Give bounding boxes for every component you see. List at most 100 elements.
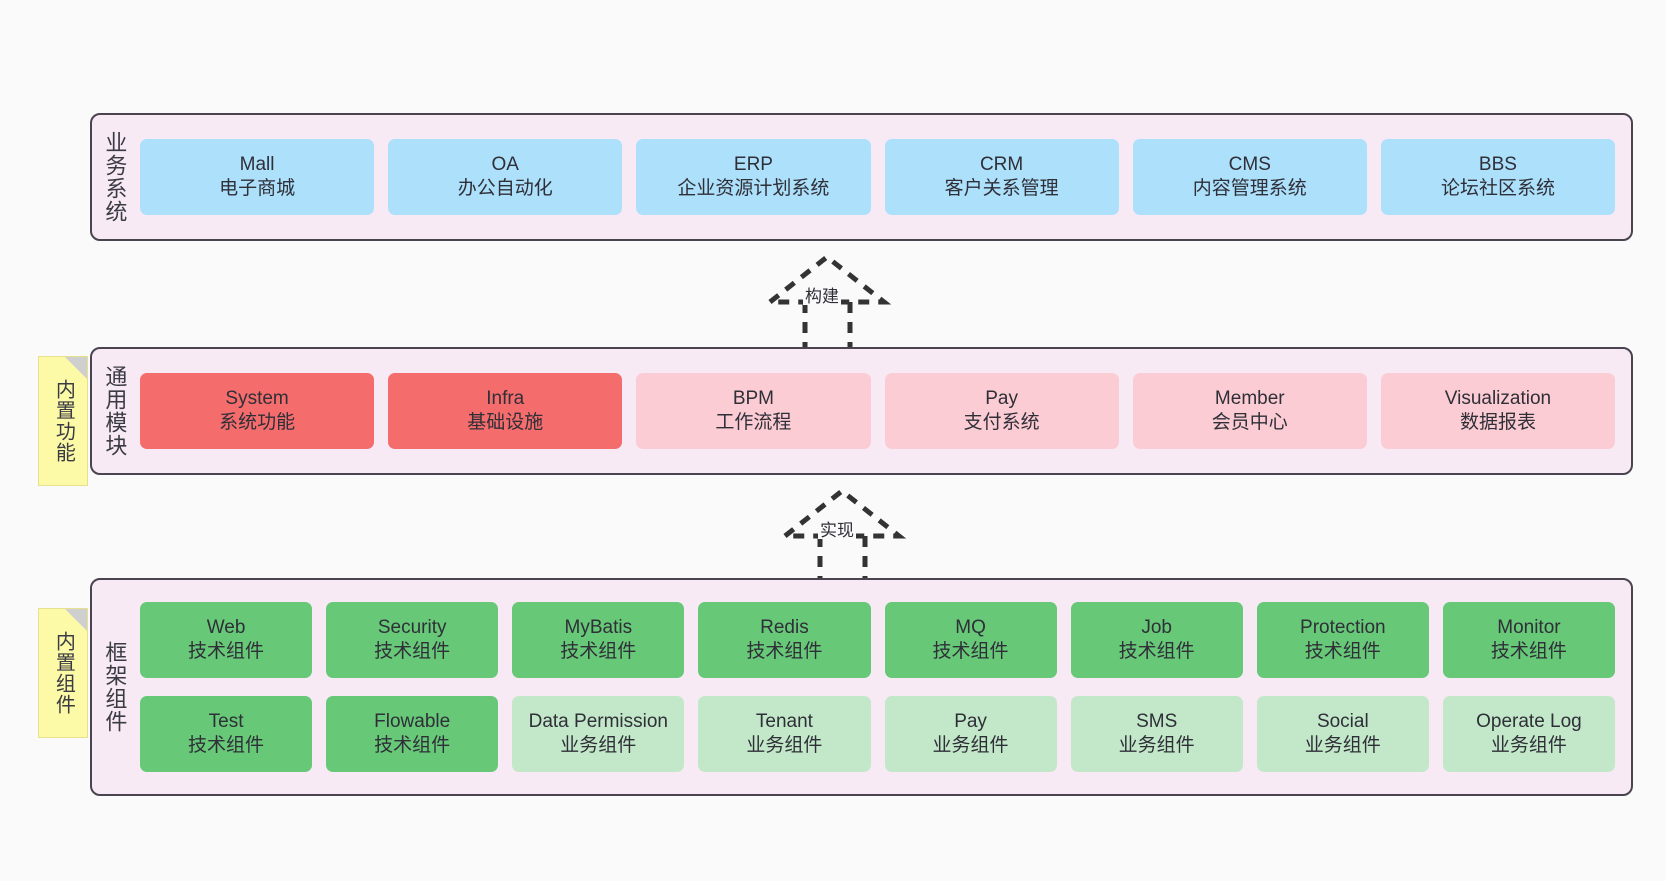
tile-name: Redis xyxy=(760,616,809,638)
tile-member[interactable]: Member 会员中心 xyxy=(1132,373,1367,449)
tile-sms[interactable]: SMS 业务组件 xyxy=(1070,696,1243,772)
tile-name: Infra xyxy=(486,387,525,409)
tile-bbs[interactable]: BBS 论坛社区系统 xyxy=(1380,139,1616,215)
tile-desc: 技术组件 xyxy=(746,641,823,662)
tile-desc: 技术组件 xyxy=(932,641,1009,662)
tile-desc: 企业资源计划系统 xyxy=(677,178,830,199)
tile-security[interactable]: Security 技术组件 xyxy=(326,602,499,678)
tile-desc: 技术组件 xyxy=(374,641,451,662)
connector-build-arrow-icon xyxy=(762,253,892,350)
tile-desc: 论坛社区系统 xyxy=(1440,178,1555,199)
tile-desc: 电子商城 xyxy=(219,178,296,199)
layer-framework-components-title: 框架组件 xyxy=(102,641,128,733)
tile-desc: 业务组件 xyxy=(932,735,1009,756)
tile-desc: 系统功能 xyxy=(219,412,296,433)
tile-name: CRM xyxy=(979,153,1024,175)
tile-desc: 支付系统 xyxy=(963,412,1040,433)
layer-business-systems-title: 业务系统 xyxy=(102,131,128,223)
tile-name: CMS xyxy=(1228,153,1271,175)
tile-desc: 会员中心 xyxy=(1211,412,1288,433)
tile-desc: 业务组件 xyxy=(746,735,823,756)
tile-tenant[interactable]: Tenant 业务组件 xyxy=(698,696,871,772)
tile-system[interactable]: System 系统功能 xyxy=(140,373,375,449)
connector-implement: 实现 xyxy=(770,484,930,584)
tile-job[interactable]: Job 技术组件 xyxy=(1070,602,1243,678)
tile-name: Pay xyxy=(985,387,1018,409)
tile-name: Monitor xyxy=(1497,616,1561,638)
note-builtin-features: 内置功能 xyxy=(38,356,88,486)
tile-pay[interactable]: Pay 支付系统 xyxy=(884,373,1119,449)
tile-name: Flowable xyxy=(374,710,451,732)
tile-name: Protection xyxy=(1300,616,1386,638)
tile-desc: 基础设施 xyxy=(467,412,544,433)
tile-infra[interactable]: Infra 基础设施 xyxy=(388,373,623,449)
tile-name: SMS xyxy=(1136,710,1178,732)
tile-name: Visualization xyxy=(1444,387,1552,409)
note-builtin-features-label: 内置功能 xyxy=(52,379,75,463)
tile-name: BBS xyxy=(1478,153,1517,175)
connector-implement-label: 实现 xyxy=(818,521,856,540)
connector-build: 构建 xyxy=(755,250,915,350)
tile-operate-log[interactable]: Operate Log 业务组件 xyxy=(1442,696,1615,772)
tile-name: Test xyxy=(208,710,244,732)
tile-name: ERP xyxy=(733,153,773,175)
tile-name: Web xyxy=(206,616,246,638)
tile-desc: 技术组件 xyxy=(560,641,637,662)
tile-name: Member xyxy=(1214,387,1285,409)
note-builtin-components-label: 内置组件 xyxy=(52,631,75,715)
tile-mq[interactable]: MQ 技术组件 xyxy=(884,602,1057,678)
tile-desc: 技术组件 xyxy=(374,735,451,756)
tile-desc: 办公自动化 xyxy=(457,178,553,199)
tile-desc: 业务组件 xyxy=(560,735,637,756)
tile-name: BPM xyxy=(732,387,775,409)
tile-desc: 业务组件 xyxy=(1118,735,1195,756)
tile-name: Data Permission xyxy=(528,710,668,732)
tile-data-permission[interactable]: Data Permission 业务组件 xyxy=(512,696,685,772)
layer-common-modules: 通用模块 System 系统功能 Infra 基础设施 BPM 工作流程 Pay 支付系统 Me… xyxy=(90,347,1633,475)
tile-name: System xyxy=(225,387,289,409)
tile-desc: 技术组件 xyxy=(188,641,265,662)
connector-implement-arrow-icon xyxy=(777,487,907,584)
tile-erp[interactable]: ERP 企业资源计划系统 xyxy=(636,139,871,215)
tile-web[interactable]: Web 技术组件 xyxy=(140,602,313,678)
tile-bpm[interactable]: BPM 工作流程 xyxy=(636,373,871,449)
tile-mybatis[interactable]: MyBatis 技术组件 xyxy=(512,602,685,678)
tile-desc: 技术组件 xyxy=(1118,641,1195,662)
note-builtin-components: 内置组件 xyxy=(38,608,88,738)
tile-name: Job xyxy=(1141,616,1172,638)
tile-desc: 技术组件 xyxy=(188,735,265,756)
tile-name: Tenant xyxy=(755,710,813,732)
tile-flowable[interactable]: Flowable 技术组件 xyxy=(326,696,499,772)
tile-desc: 内容管理系统 xyxy=(1192,178,1307,199)
tile-name: MyBatis xyxy=(564,616,633,638)
tile-visualization[interactable]: Visualization 数据报表 xyxy=(1380,373,1616,449)
tile-name: Operate Log xyxy=(1476,710,1582,732)
tile-redis[interactable]: Redis 技术组件 xyxy=(698,602,871,678)
tile-desc: 工作流程 xyxy=(715,412,792,433)
tile-name: Security xyxy=(377,616,447,638)
tile-test[interactable]: Test 技术组件 xyxy=(140,696,313,772)
tile-desc: 业务组件 xyxy=(1490,735,1567,756)
tile-desc: 数据报表 xyxy=(1459,412,1536,433)
layer-common-modules-title: 通用模块 xyxy=(102,365,128,457)
tile-name: MQ xyxy=(955,616,986,638)
note-fold-corner-icon xyxy=(65,609,87,631)
tile-cms[interactable]: CMS 内容管理系统 xyxy=(1132,139,1367,215)
layer-common-modules-body: System 系统功能 Infra 基础设施 BPM 工作流程 Pay 支付系统 Member 会… xyxy=(136,349,1631,473)
tile-desc: 业务组件 xyxy=(1304,735,1381,756)
